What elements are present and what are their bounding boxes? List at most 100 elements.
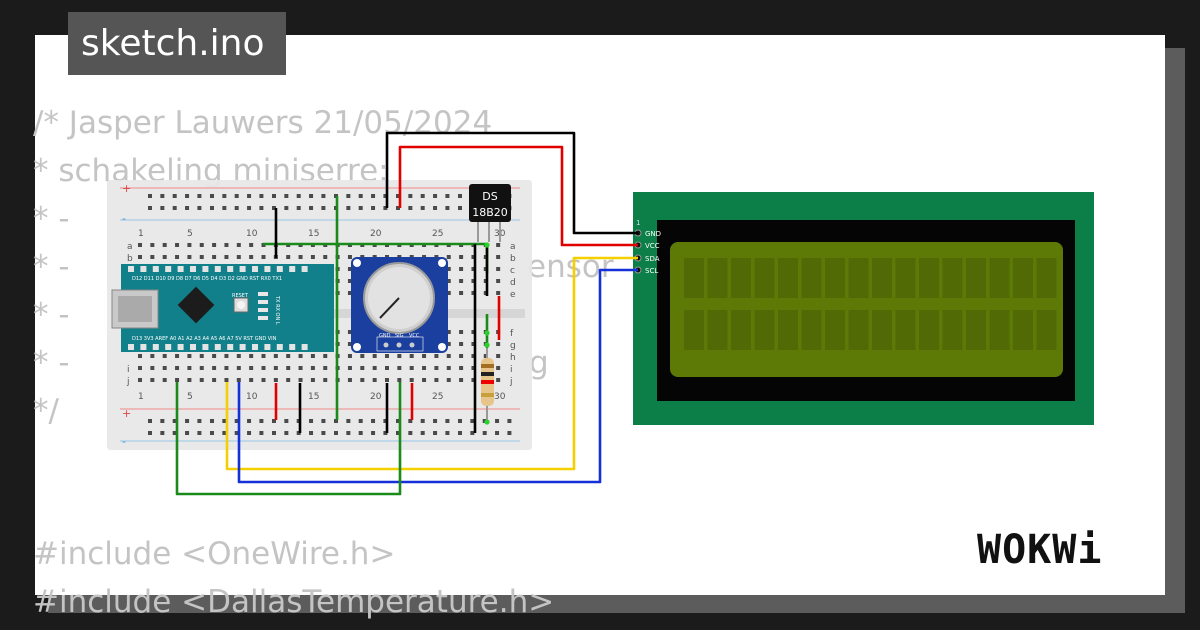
ds18b20-sensor[interactable]: DS 18B20 [469, 184, 511, 242]
rail-hole [346, 206, 351, 210]
breadboard-hole [138, 354, 142, 358]
rail-hole [470, 419, 475, 423]
row-letter: j [126, 377, 130, 387]
nano-pin [276, 266, 283, 272]
breadboard-hole [496, 267, 501, 271]
breadboard-hole [434, 378, 439, 382]
lcd-char-cell [942, 258, 963, 298]
nano-pin [152, 344, 159, 350]
breadboard-hole [496, 354, 501, 358]
rail-hole [358, 431, 363, 435]
code-line: * - [33, 345, 70, 381]
breadboard-hole [347, 330, 352, 334]
potentiometer[interactable]: GND SIG VCC [351, 257, 448, 353]
wire-black [385, 131, 638, 235]
breadboard-hole [496, 291, 501, 295]
breadboard-hole [471, 291, 476, 295]
file-title-tab[interactable]: sketch.ino [68, 12, 286, 75]
breadboard-hole [310, 255, 315, 259]
breadboard-hole [187, 366, 192, 370]
breadboard-hole [347, 279, 352, 283]
nano-pin [227, 266, 234, 272]
rail-hole [321, 431, 326, 435]
column-number: 10 [246, 392, 258, 402]
resistor[interactable] [481, 348, 494, 420]
lcd-char-cell [684, 310, 704, 350]
column-number: 5 [187, 229, 193, 239]
breadboard-hole [162, 366, 167, 370]
breadboard-hole [162, 354, 167, 358]
lcd-char-cell [919, 310, 939, 350]
lcd-char-cell [754, 310, 775, 350]
breadboard-hole [199, 354, 204, 358]
breadboard-hole [162, 255, 167, 259]
column-number: 25 [432, 229, 443, 239]
rail-hole [383, 419, 388, 423]
lcd-char-cell [684, 258, 704, 298]
code-fragment: g [529, 345, 549, 381]
reset-label: RESET [232, 293, 249, 299]
breadboard-hole [199, 366, 204, 370]
rail-hole [433, 419, 438, 423]
nano-bottom-pin-labels: D13 3V3 AREF A0 A1 A2 A3 A4 A5 A6 A7 5V … [132, 336, 277, 342]
row-letter: f [510, 329, 514, 339]
nano-pin [301, 266, 308, 272]
wokwi-logo[interactable]: WOKWi [975, 525, 1150, 575]
rail-hole [234, 419, 239, 423]
rail-hole [185, 206, 190, 210]
column-number: 30 [494, 392, 506, 402]
nano-pin [177, 344, 184, 350]
wires [175, 131, 638, 496]
code-line: * - [33, 201, 70, 237]
rail-hole [210, 194, 214, 198]
rail-hole [172, 419, 177, 423]
breadboard-hole [459, 255, 464, 259]
lcd-char-cell [895, 258, 916, 298]
breadboard-hole [459, 342, 464, 346]
nano-pin [239, 344, 246, 350]
lcd-char-cell [1036, 310, 1057, 350]
lcd-char-cell [872, 310, 892, 350]
nano-pin [214, 344, 221, 350]
breadboard-hole [496, 243, 501, 247]
rail-hole [346, 194, 351, 198]
column-number: 1 [138, 392, 144, 402]
lcd-char-cell [848, 310, 869, 350]
rail-hole [160, 206, 165, 210]
breadboard-hole [360, 378, 365, 382]
breadboard-hole [385, 366, 389, 370]
rail-hole [408, 206, 413, 210]
nano-pin [140, 344, 147, 350]
nano-pin [301, 344, 308, 350]
breadboard-hole [212, 378, 217, 382]
row-letter: a [127, 242, 133, 252]
row-letter: j [509, 377, 513, 387]
lcd-display[interactable]: 1 GND VCC SDA SCL [633, 192, 1094, 425]
row-letter: c [510, 266, 515, 276]
rail-hole [482, 431, 487, 435]
breadboard-hole [347, 255, 352, 259]
breadboard-hole [187, 378, 192, 382]
nano-pin [239, 266, 246, 272]
nano-pin [140, 266, 147, 272]
column-number: 20 [370, 229, 382, 239]
breadboard-hole [199, 255, 204, 259]
rail-hole [284, 431, 289, 435]
row-letter: d [510, 278, 516, 288]
breadboard-hole [212, 243, 217, 247]
rail-hole [334, 431, 338, 435]
arduino-nano[interactable]: RESET TX RX ON L D12 D11 D10 D9 D8 D7 D6… [111, 264, 334, 352]
breadboard-hole [459, 366, 464, 370]
code-line: /* Jasper Lauwers 21/05/2024 [33, 105, 493, 141]
rail-hole [160, 419, 165, 423]
rail-hole [284, 419, 289, 423]
rail-hole [309, 419, 314, 423]
rail-hole [433, 431, 438, 435]
lcd-char-cell [895, 310, 916, 350]
breadboard-hole [422, 354, 427, 358]
rail-hole [433, 194, 438, 198]
rail-hole [408, 431, 413, 435]
breadboard-hole [347, 366, 352, 370]
rail-hole [272, 194, 276, 198]
